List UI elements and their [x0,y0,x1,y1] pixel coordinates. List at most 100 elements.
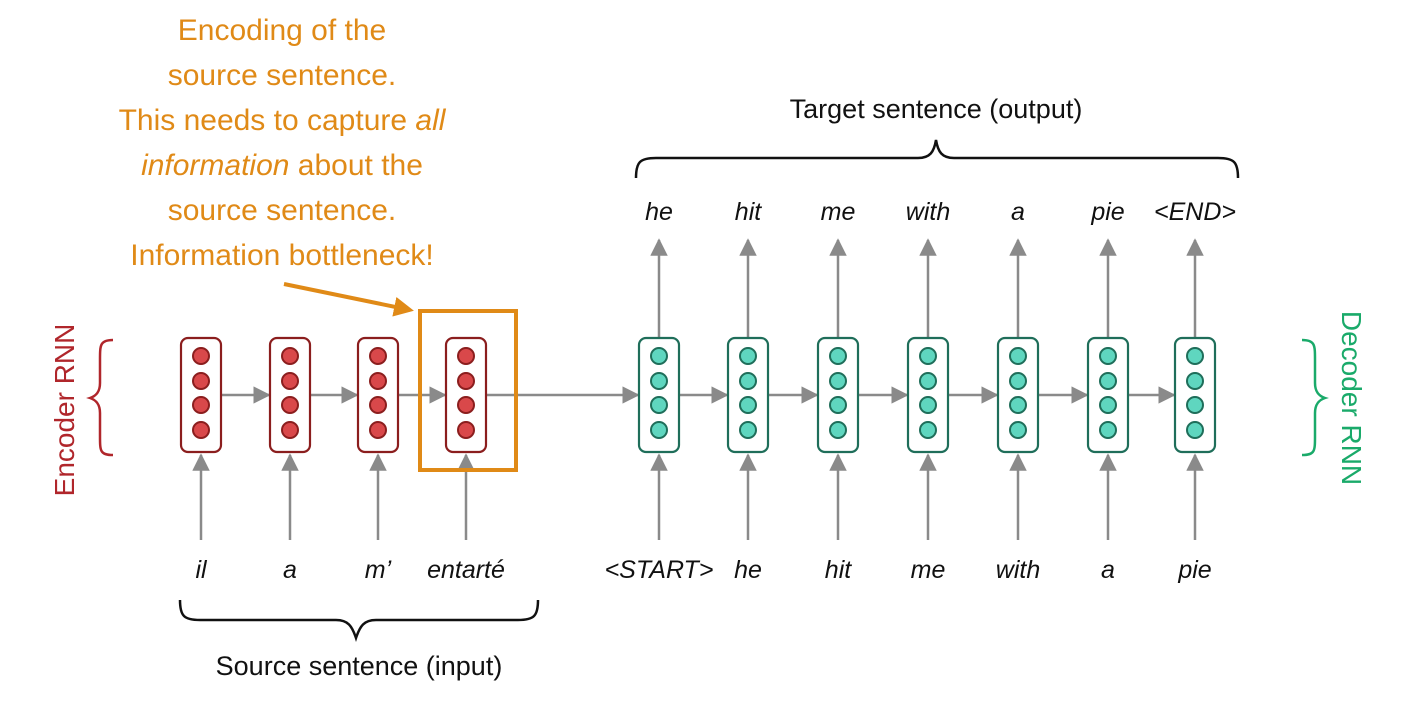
hidden-unit [281,396,299,414]
hidden-unit [829,421,847,439]
hidden-unit [739,396,757,414]
decoder-cell [816,336,860,454]
cell-box [444,336,488,454]
annotation-segment: Encoding of the [178,14,387,47]
cell-box [1086,336,1130,454]
encoder-cell [444,336,488,454]
hidden-unit [457,421,475,439]
cells-layer [179,336,1217,454]
cell-box [726,336,770,454]
cell-box [816,336,860,454]
decoder-cell [637,336,681,454]
cell-box [906,336,950,454]
encoder-input-word: a [283,556,297,584]
annotation-segment: all [415,104,446,137]
hidden-unit [919,372,937,390]
hidden-unit [369,396,387,414]
target-sentence-caption: Target sentence (output) [790,94,1083,124]
target-sentence-brace [634,139,1240,179]
annotation-segment: source sentence. [168,194,396,227]
hidden-unit [1099,372,1117,390]
annotation-segment: source sentence. [168,59,396,92]
decoder-cell [1086,336,1130,454]
hidden-unit [1009,421,1027,439]
decoder-cell [726,336,770,454]
decoder-cell [996,336,1040,454]
hidden-unit [1186,421,1204,439]
source-sentence-brace [178,599,540,642]
decoder-rnn-label: Decoder RNN [1336,311,1367,485]
hidden-unit [739,372,757,390]
decoder-cell [1173,336,1217,454]
cell-box [1173,336,1217,454]
decoder-input-word: with [996,556,1040,584]
cell-box [996,336,1040,454]
hidden-unit [457,372,475,390]
hidden-unit [829,372,847,390]
hidden-unit [369,372,387,390]
bottleneck-highlight-box [418,309,518,472]
hidden-unit [192,396,210,414]
encoder-input-word: m’ [365,556,392,584]
hidden-unit [1009,396,1027,414]
annotation-segment: This needs to capture [119,104,416,137]
decoder-output-word: <END> [1154,198,1236,226]
decoder-input-word: pie [1177,556,1211,584]
decoder-cell [906,336,950,454]
hidden-unit [1186,396,1204,414]
annotation-segment: about the [289,149,422,182]
annotation-segment: Information bottleneck! [130,239,434,272]
hidden-unit [650,347,668,365]
bottleneck-annotation: Encoding of the source sentence. This need… [119,14,447,272]
decoder-input-word: a [1101,556,1115,584]
encoder-input-word: il [195,556,208,584]
hidden-unit [1186,347,1204,365]
hidden-unit [281,347,299,365]
hidden-unit [919,421,937,439]
decoder-input-word: <START> [605,556,714,584]
hidden-unit [1099,396,1117,414]
hidden-unit [650,396,668,414]
hidden-unit [281,372,299,390]
hidden-unit [739,347,757,365]
encoder-cell [179,336,223,454]
decoder-input-word: hit [825,556,852,584]
hidden-unit [1186,372,1204,390]
arrows-layer [192,238,1204,540]
cell-box [179,336,223,454]
hidden-unit [281,421,299,439]
decoder-output-word: a [1011,198,1025,226]
hidden-unit [919,347,937,365]
hidden-unit [192,347,210,365]
hidden-unit [1009,372,1027,390]
hidden-unit [369,421,387,439]
annotation-arrow [283,282,414,317]
decoder-output-word: he [645,198,673,226]
hidden-unit [1099,421,1117,439]
decoder-input-word: me [911,556,946,584]
decoder-output-word: hit [735,198,762,226]
encoder-rnn-label: Encoder RNN [49,324,80,497]
hidden-unit [192,421,210,439]
hidden-unit [1099,347,1117,365]
hidden-unit [739,421,757,439]
hidden-unit [457,347,475,365]
encoder-input-word: entarté [427,556,505,584]
decoder-brace [1301,338,1329,457]
source-sentence-caption: Source sentence (input) [216,651,503,681]
cell-box [356,336,400,454]
decoder-input-word: he [734,556,762,584]
encoder-cell [268,336,312,454]
hidden-unit [1009,347,1027,365]
hidden-unit [192,372,210,390]
decoder-output-word: pie [1090,198,1124,226]
hidden-unit [650,421,668,439]
hidden-unit [829,347,847,365]
hidden-unit [829,396,847,414]
cell-box [268,336,312,454]
decoder-output-word: me [821,198,856,226]
cell-box [637,336,681,454]
